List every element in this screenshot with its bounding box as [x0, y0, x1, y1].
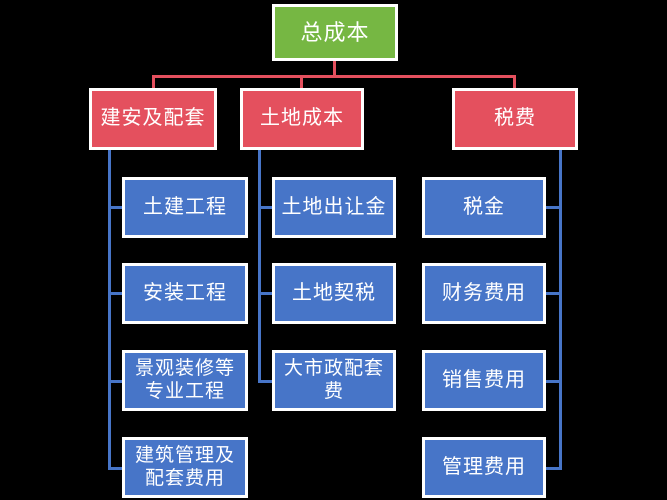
connector-stub-b3-c3	[545, 380, 562, 383]
node-landscape-decoration-specialty[interactable]: 景观装修等 专业工程	[122, 350, 248, 411]
connector-stub-b2-c1	[258, 206, 274, 209]
node-sales-expense[interactable]: 销售费用	[422, 350, 546, 411]
node-finance-expense[interactable]: 财务费用	[422, 263, 546, 324]
node-municipal-supporting-fee[interactable]: 大市政配套 费	[272, 350, 396, 411]
node-land-cost[interactable]: 土地成本	[240, 88, 364, 150]
node-civil-engineering[interactable]: 土建工程	[122, 177, 248, 238]
connector-stub-b1-c4	[108, 467, 124, 470]
node-tax[interactable]: 税金	[422, 177, 546, 238]
connector-level1-bus	[152, 75, 516, 78]
connector-root-stem	[333, 60, 336, 77]
connector-stub-b3-c1	[545, 206, 562, 209]
connector-stub-b2-c3	[258, 380, 274, 383]
connector-stub-b3-c2	[545, 292, 562, 295]
connector-drop-branch-3	[513, 75, 516, 89]
connector-stub-b2-c2	[258, 292, 274, 295]
node-total-cost[interactable]: 总成本	[272, 4, 398, 61]
connector-drop-branch-1	[152, 75, 155, 89]
connector-stub-b1-c2	[108, 292, 124, 295]
node-installation-engineering[interactable]: 安装工程	[122, 263, 248, 324]
connector-stub-b1-c3	[108, 380, 124, 383]
connector-trunk-branch-1	[108, 150, 111, 470]
node-land-transfer-fee[interactable]: 土地出让金	[272, 177, 396, 238]
node-land-deed-tax[interactable]: 土地契税	[272, 263, 396, 324]
connector-stub-b3-c4	[545, 467, 562, 470]
connector-drop-branch-2	[300, 75, 303, 89]
connector-stub-b1-c1	[108, 206, 124, 209]
node-construction-and-supporting[interactable]: 建安及配套	[89, 88, 217, 150]
connector-trunk-branch-3	[559, 150, 562, 470]
connector-trunk-branch-2	[258, 150, 261, 382]
node-admin-expense[interactable]: 管理费用	[422, 437, 546, 498]
node-taxes-and-fees[interactable]: 税费	[452, 88, 578, 150]
node-construction-management-supporting-fee[interactable]: 建筑管理及 配套费用	[122, 437, 248, 498]
